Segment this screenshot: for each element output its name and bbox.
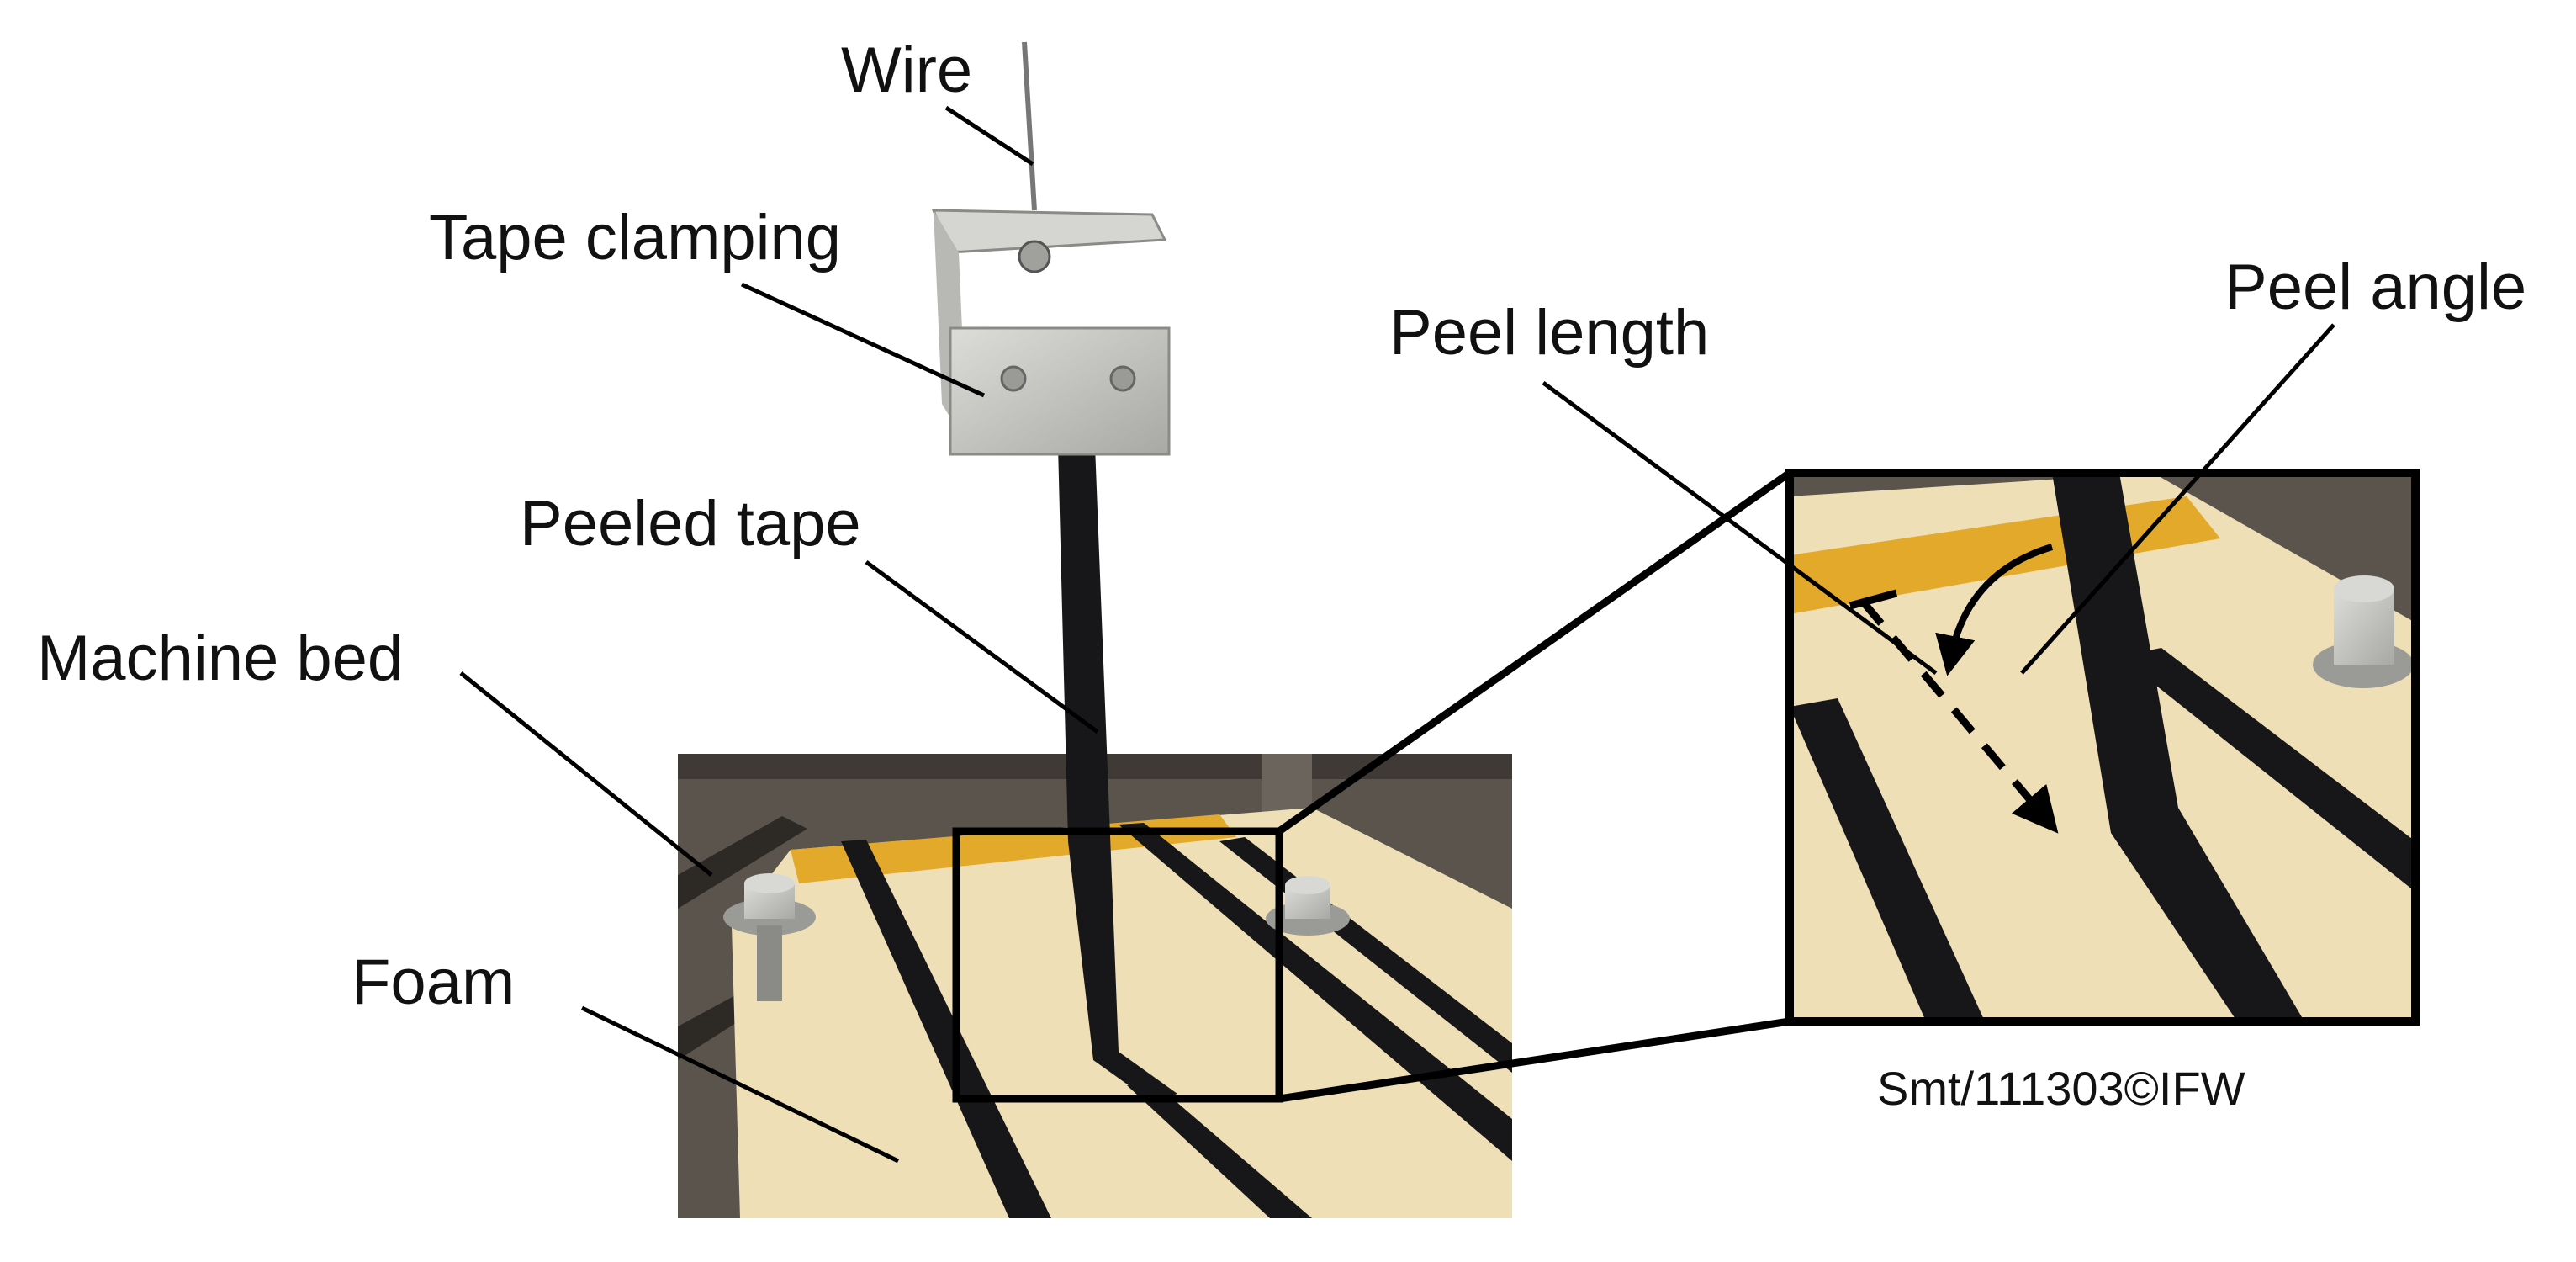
peeled-tape-leader (865, 559, 1099, 734)
inset-frame (1785, 469, 2420, 1026)
inset-photo (1790, 473, 2415, 1021)
wire-label: Wire (841, 34, 973, 106)
peel-angle-leader (2020, 323, 2335, 675)
peel-angle-curved-arrow (1935, 544, 2054, 676)
inset-tape-strip (2052, 473, 2304, 1021)
bolt-left (723, 873, 816, 1001)
laid-tape-strip (1127, 1081, 1312, 1218)
bolt-right (1266, 876, 1350, 936)
peel-length-leader (1542, 380, 1938, 676)
wire-leader (944, 105, 1034, 167)
zoom-region-box (952, 827, 1283, 1103)
inset-tape-strip (2119, 648, 2415, 892)
tape-clamping-label: Tape clamping (429, 202, 842, 273)
zoom-connector-top (1277, 469, 1792, 835)
peeled-tape-label: Peeled tape (520, 488, 861, 559)
foam-label: Foam (352, 946, 516, 1018)
inset-tape-strip (1790, 698, 1985, 1021)
test-rig (931, 41, 1177, 1102)
peel-length-label: Peel length (1389, 297, 1710, 369)
machine-bed-label: Machine bed (37, 623, 404, 694)
image-credit: Smt/111303©IFW (1877, 1062, 2245, 1115)
machine-bed-leader (459, 671, 713, 877)
clamp-top-plate (931, 209, 1167, 254)
wire (1022, 41, 1037, 211)
zoom-connector-bottom (1278, 1017, 1791, 1103)
foam-leader (580, 1005, 900, 1164)
laid-tape-strip (841, 840, 1051, 1218)
peeled-tape (1058, 446, 1177, 1102)
clamp-front-plate (949, 326, 1171, 456)
peel-angle-label: Peel angle (2224, 252, 2527, 323)
tape-clamping-leader (740, 282, 986, 398)
inset-bolt (2313, 575, 2414, 688)
